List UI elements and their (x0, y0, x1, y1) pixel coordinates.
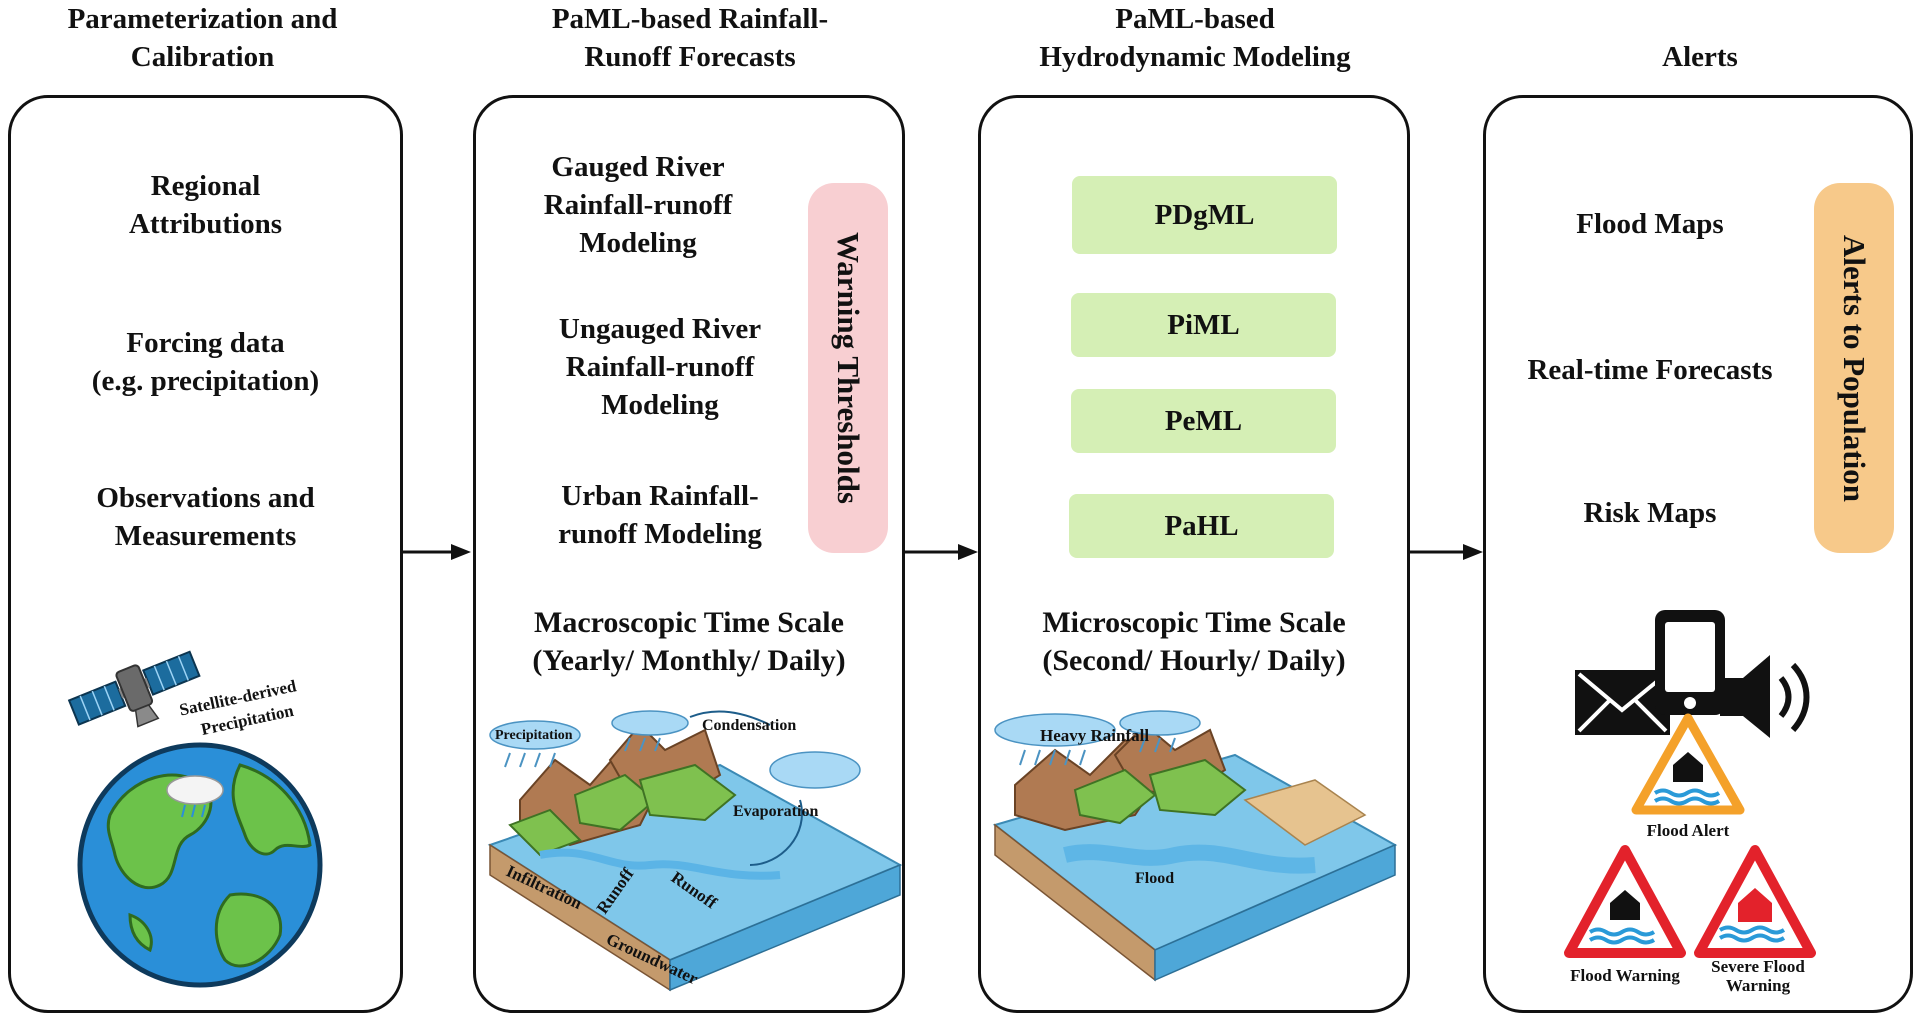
title-line: Hydrodynamic Modeling (1039, 41, 1351, 73)
item-line: Modeling (601, 389, 719, 421)
macroscopic-time-scale: Macroscopic Time Scale (Yearly/ Monthly/… (473, 604, 905, 680)
water-cycle-illustration: Precipitation Condensation Evaporation I… (487, 710, 903, 992)
item-line: Attributions (128, 208, 283, 240)
item-regional-attributions: Regional Attributions (8, 167, 403, 243)
flood-illustration: Heavy Rainfall Flood (992, 710, 1398, 982)
alerts-icons: Flood Alert Flood Warning Severe Flood W… (1564, 610, 1816, 995)
title-line: PaML-based (1115, 3, 1275, 35)
item-forcing-data: Forcing data (e.g. precipitation) (8, 324, 403, 400)
severe-flood-label-line2: Warning (1726, 976, 1791, 995)
flood-alert-label: Flood Alert (1647, 821, 1730, 840)
alerts-to-population-pill: Alerts to Population (1814, 183, 1894, 553)
title-line: Runoff Forecasts (584, 41, 796, 73)
warning-thresholds-pill: Warning Thresholds (808, 183, 888, 553)
item-risk-maps: Risk Maps (1583, 497, 1717, 529)
flood-alert-sign-icon (1631, 713, 1745, 815)
microscopic-time-scale: Microscopic Time Scale (Second/ Hourly/ … (978, 604, 1410, 680)
warning-thresholds-label: Warning Thresholds (831, 232, 866, 504)
item-line: Gauged River (551, 151, 725, 183)
flood-warning-label: Flood Warning (1570, 966, 1680, 985)
time-scale-line: (Yearly/ Monthly/ Daily) (532, 644, 846, 677)
column-title-parameterization: Parameterization and Calibration (0, 0, 405, 76)
column-title-hydrodynamic: PaML-based Hydrodynamic Modeling (975, 0, 1415, 76)
alerts-to-population-label: Alerts to Population (1837, 234, 1872, 502)
flow-arrow-3 (1410, 544, 1483, 560)
item-line: Rainfall-runoff (565, 351, 755, 383)
speaker-icon (1720, 655, 1810, 738)
item-line: Forcing data (126, 327, 285, 359)
item-line: runoff Modeling (558, 518, 762, 550)
title-line: Parameterization and (67, 3, 338, 35)
item-flood-maps: Flood Maps (1576, 208, 1724, 240)
satellite-globe-illustration: Satellite-derived Precipitation (67, 650, 323, 988)
label-evaporation: Evaporation (733, 803, 818, 820)
title-line: Alerts (1662, 41, 1738, 73)
cloud-icon (489, 710, 861, 789)
title-line: Calibration (130, 41, 275, 73)
smartphone-icon (1655, 610, 1725, 715)
label-heavy-rainfall: Heavy Rainfall (1040, 726, 1149, 745)
model-box-pahl: PaHL (1069, 494, 1334, 558)
satellite-icon (67, 650, 201, 728)
item-line: Rainfall-runoff (543, 189, 733, 221)
flow-arrow-1 (403, 544, 471, 560)
time-scale-line: Macroscopic Time Scale (534, 606, 844, 639)
time-scale-line: Microscopic Time Scale (1042, 606, 1346, 639)
label-precipitation: Precipitation (495, 728, 573, 743)
cloud-icon (994, 710, 1201, 747)
item-line: Urban Rainfall- (561, 480, 759, 512)
label-flood: Flood (1135, 870, 1174, 887)
model-box-peml: PeML (1071, 389, 1336, 453)
column-title-rainfall-runoff: PaML-based Rainfall- Runoff Forecasts (470, 0, 910, 76)
flood-warning-sign-icon (1564, 845, 1686, 958)
item-line: Modeling (579, 227, 697, 259)
model-box-piml: PiML (1071, 293, 1336, 357)
flow-arrow-2 (905, 544, 978, 560)
item-line: (e.g. precipitation) (91, 365, 320, 397)
column-title-alerts: Alerts (1480, 38, 1920, 76)
item-line: Ungauged River (558, 313, 762, 345)
item-real-time-forecasts: Real-time Forecasts (1527, 354, 1773, 386)
item-ungauged-river: Ungauged River Rainfall-runoff Modeling (510, 310, 810, 424)
item-urban-rainfall: Urban Rainfall- runoff Modeling (510, 477, 810, 553)
model-box-pdgml: PDgML (1072, 176, 1337, 254)
severe-flood-warning-sign-icon (1694, 845, 1816, 958)
item-line: Measurements (114, 520, 297, 552)
item-observations: Observations and Measurements (8, 479, 403, 555)
item-line: Observations and (96, 482, 315, 514)
label-condensation: Condensation (702, 717, 796, 734)
severe-flood-label-line1: Severe Flood (1711, 957, 1805, 976)
globe-icon (77, 742, 323, 988)
item-line: Regional (150, 170, 261, 202)
item-gauged-river: Gauged River Rainfall-runoff Modeling (488, 148, 788, 262)
time-scale-line: (Second/ Hourly/ Daily) (1042, 644, 1346, 677)
title-line: PaML-based Rainfall- (551, 3, 829, 35)
envelope-icon (1575, 670, 1670, 735)
